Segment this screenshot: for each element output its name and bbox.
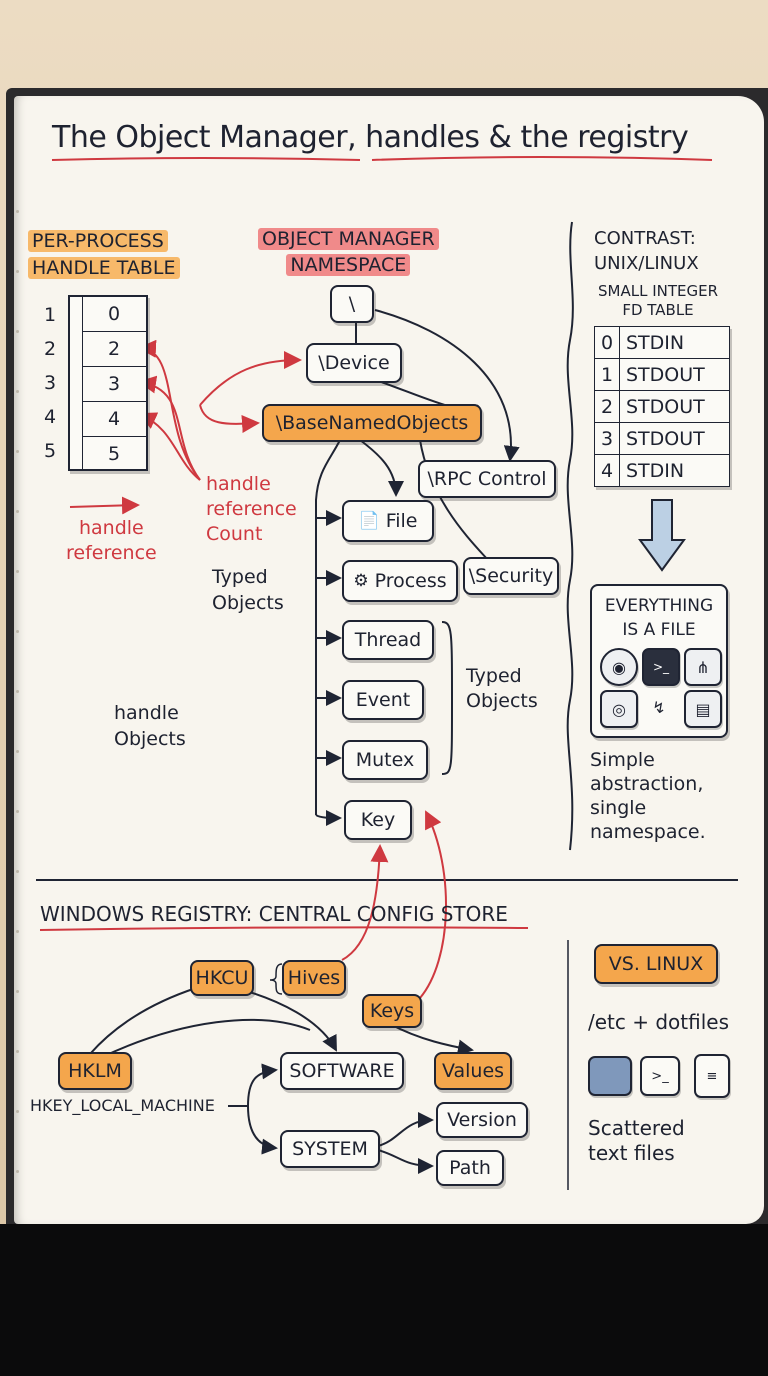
everything-is-a-file-label: EVERYTHING IS A FILE — [604, 596, 714, 640]
vs-linux-badge: VS. LINUX — [594, 944, 718, 984]
hklm-full-name: HKEY_LOCAL_MACHINE — [30, 1096, 215, 1115]
hkcu-node: HKCU — [190, 960, 254, 996]
registry-heading: WINDOWS REGISTRY: CENTRAL CONFIG STORE — [40, 902, 508, 926]
binding-stitch — [16, 750, 19, 753]
handle-index: 2 — [44, 338, 57, 360]
binding-stitch — [16, 690, 19, 693]
binding-stitch — [16, 450, 19, 453]
network-icon: ⋔ — [684, 648, 722, 686]
handle-value: 3 — [82, 367, 146, 402]
handle-table-heading: PER-PROCESS HANDLE TABLE — [28, 228, 180, 282]
binding-stitch — [16, 870, 19, 873]
handle-index: 3 — [44, 372, 57, 394]
rpc-control-node: \RPC Control — [418, 460, 556, 498]
binding-stitch — [16, 510, 19, 513]
security-node: \Security — [463, 557, 559, 595]
mutex-node: Mutex — [342, 740, 428, 780]
namespace-root-node: \ — [330, 285, 374, 323]
event-node: Event — [342, 680, 424, 720]
device-node: \Device — [306, 343, 402, 383]
hives-label: Hives — [282, 960, 346, 996]
handle-index-column: 1 2 3 4 5 — [44, 298, 56, 468]
handle-value: 0 — [82, 297, 146, 332]
process-icon: ⚙ — [353, 571, 369, 591]
thread-node: Thread — [342, 620, 434, 660]
folder-icon — [588, 1056, 632, 1096]
handle-value: 4 — [82, 402, 146, 437]
folder-icon: ▤ — [684, 690, 722, 728]
binding-stitch — [16, 810, 19, 813]
version-node: Version — [436, 1102, 528, 1138]
binding-stitch — [16, 630, 19, 633]
everything-is-a-file-card: EVERYTHING IS A FILE ◉ >_ ⋔ ◎ ↯ ▤ — [590, 584, 728, 738]
contrast-heading: CONTRAST: UNIX/LINUX — [594, 228, 699, 274]
handle-value: 5 — [107, 443, 121, 465]
handle-index: 1 — [44, 304, 57, 326]
binding-stitch — [16, 1050, 19, 1053]
file-node: 📄File — [342, 500, 434, 542]
fd-table-subheading: SMALL INTEGER FD TABLE — [597, 282, 718, 319]
text-file-icon: ≡ — [694, 1054, 730, 1098]
hklm-node: HKLM — [58, 1052, 132, 1090]
page-title: The Object Manager, handles & the regist… — [52, 120, 689, 155]
process-node: ⚙Process — [342, 560, 458, 602]
binding-stitch — [16, 1110, 19, 1113]
binding-stitch — [16, 990, 19, 993]
binding-stitch — [16, 270, 19, 273]
etc-dotfiles-label: /etc + dotfiles — [588, 1010, 730, 1034]
binding-stitch — [16, 570, 19, 573]
binding-stitch — [16, 330, 19, 333]
binding-stitch — [16, 210, 19, 213]
handle-reference-label: handle reference — [66, 517, 157, 564]
handle-value: 2 — [82, 332, 146, 367]
namespace-heading: OBJECT MANAGER NAMESPACE — [258, 226, 439, 278]
simple-abstraction-note: Simple abstraction, single namespace. — [590, 749, 706, 843]
handle-index: 4 — [44, 406, 57, 428]
key-node: Key — [344, 800, 412, 840]
typed-objects-left-label: Typed Objects — [212, 566, 284, 614]
binding-stitch — [16, 390, 19, 393]
values-label: Values — [434, 1052, 512, 1090]
binding-stitch — [16, 930, 19, 933]
terminal-icon: >_ — [640, 1056, 680, 1096]
handle-table: 0 2 3 4 5 — [68, 295, 148, 471]
system-node: SYSTEM — [280, 1130, 380, 1168]
pipe-icon: ↯ — [652, 697, 666, 717]
handle-index: 5 — [44, 440, 57, 462]
base-named-objects-node: \BaseNamedObjects — [262, 404, 482, 442]
software-node: SOFTWARE — [280, 1052, 404, 1090]
keys-label: Keys — [362, 994, 422, 1028]
scattered-text-files-label: Scattered text files — [588, 1116, 685, 1165]
camera-icon: ◎ — [600, 690, 638, 728]
typed-objects-right-label: Typed Objects — [466, 665, 538, 712]
binding-stitch — [16, 1170, 19, 1173]
handle-reference-count-label: handle reference Count — [206, 473, 297, 545]
handle-objects-label: handle Objects — [114, 702, 186, 750]
disk-icon: ◉ — [600, 648, 638, 686]
document-icon: 📄 — [358, 511, 380, 531]
path-node: Path — [436, 1150, 504, 1186]
dark-surface — [0, 1224, 768, 1376]
terminal-icon: >_ — [642, 648, 680, 686]
